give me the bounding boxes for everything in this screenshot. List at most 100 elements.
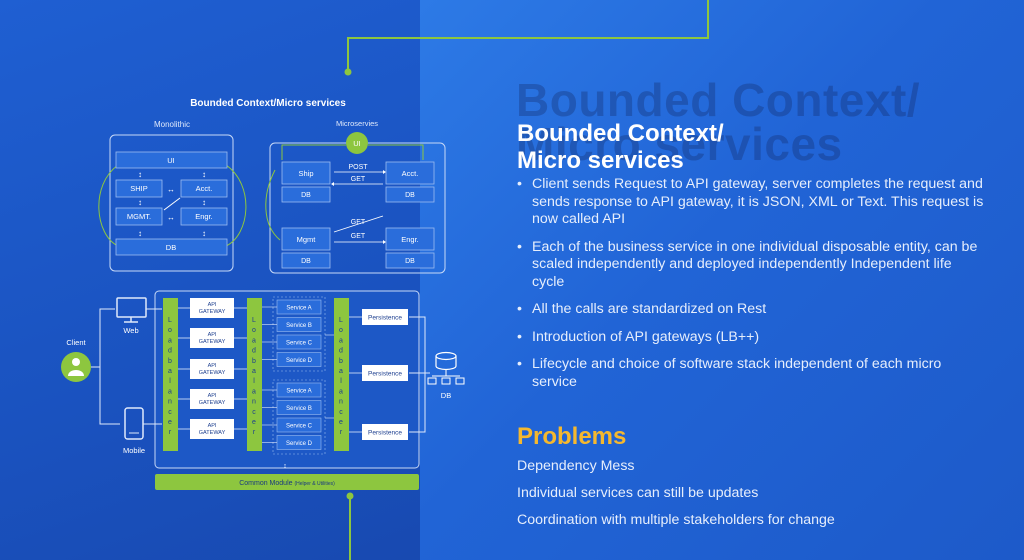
micro-mgmt-db-box [281, 252, 331, 269]
mono-engr-box [180, 207, 228, 226]
load-balancer-letter: a [168, 368, 172, 375]
load-balancer-letter: a [252, 337, 256, 344]
api-gateway-label-2: GATEWAY [199, 309, 226, 315]
persistence-box [362, 424, 408, 440]
micro-acct-box [385, 161, 435, 185]
db-cylinder-icon [435, 351, 457, 361]
micro-ui-link-right [368, 144, 424, 160]
arch-db-label: DB [441, 391, 451, 400]
micro-engr-box [385, 227, 435, 251]
bullet-item: Introduction of API gateways (LB++) [517, 329, 987, 347]
persistence-box [362, 365, 408, 381]
mono-ui-box [115, 151, 228, 169]
load-balancer-letter: r [169, 429, 172, 436]
micro-mgmt-label: Mgmt [297, 235, 317, 244]
api-gateway-label-2: GATEWAY [199, 430, 226, 436]
diagram-title: Bounded Context/Micro services [190, 98, 346, 109]
load-balancer-letter: r [253, 429, 256, 436]
client-mobile-link [99, 367, 120, 425]
mono-ui-label: UI [167, 156, 175, 165]
mono-db-label: DB [166, 243, 176, 252]
mono-arrow-2: ↕ [202, 170, 206, 179]
problem-item: Individual services can still be updates [517, 485, 759, 501]
micro-mgmt-db-label: DB [301, 258, 311, 265]
api-gateway-label-2: GATEWAY [199, 370, 226, 376]
api-gateway-box [190, 328, 234, 348]
mono-diag-arrow [163, 197, 181, 211]
mobile-label: Mobile [123, 446, 145, 455]
load-balancer-letter: L [339, 317, 343, 324]
mono-arrow-5: ↕ [202, 198, 206, 207]
service-label: Service D [286, 441, 313, 447]
load-balancer-letter: c [339, 409, 343, 416]
common-module-label: Common Module (Helper & Utilities) [239, 480, 335, 487]
slide-title-line-1: Bounded Context/ [517, 120, 724, 147]
micro-mgmt-box [281, 227, 331, 251]
service-label: Service D [286, 358, 313, 364]
api-gateway-box [190, 419, 234, 439]
service-label: Service A [286, 389, 311, 395]
api-gateway-box [190, 389, 234, 409]
mono-arrow-7: ↕ [138, 229, 142, 238]
micro-acct-db-box [385, 186, 435, 203]
mono-db-box [115, 238, 228, 256]
load-balancer-letter: e [339, 419, 343, 426]
load-balancer-letter: n [168, 399, 172, 406]
micro-curve-left [265, 169, 281, 241]
mono-acct-box [180, 179, 228, 198]
service-label: Service C [286, 424, 313, 430]
load-balancer-letter: n [252, 399, 256, 406]
persistence-label: Persistence [368, 430, 402, 437]
load-balancer-letter: b [252, 358, 256, 365]
monitor-icon [116, 297, 147, 318]
bullet-item: All the calls are standardized on Rest [517, 301, 987, 319]
monolithic-frame [109, 134, 234, 272]
service-label: Service C [286, 341, 313, 347]
mono-ship-box [115, 179, 163, 198]
load-balancer-letter: a [168, 388, 172, 395]
api-gateway-label-1: API [208, 423, 217, 429]
bullet-item: Client sends Request to API gateway, ser… [517, 176, 987, 229]
api-gateway-label-1: API [208, 332, 217, 338]
top-connector-line [347, 0, 709, 70]
micro-ship-label: Ship [298, 169, 313, 178]
load-balancer-letter: a [339, 368, 343, 375]
monolithic-label: Monolithic [154, 120, 190, 129]
common-module-bar [155, 474, 419, 490]
top-connector-dot [344, 68, 352, 76]
common-module-arrow: ↕ [283, 463, 287, 470]
web-label: Web [123, 326, 138, 335]
load-balancer-3 [334, 298, 349, 451]
bullet-list: Client sends Request to API gateway, ser… [517, 176, 987, 401]
mono-arrow-3: ↔ [167, 185, 175, 194]
api-gateway-label-2: GATEWAY [199, 339, 226, 345]
micro-engr-db-box [385, 252, 435, 269]
mono-arrow-4: ↕ [138, 198, 142, 207]
load-balancer-letter: a [252, 388, 256, 395]
micro-ui-circle [346, 132, 368, 154]
monolithic-curve [98, 164, 247, 247]
load-balancer-letter: o [168, 327, 172, 334]
load-balancer-letter: c [168, 409, 172, 416]
load-balancer-letter: o [252, 327, 256, 334]
bullet-item: Lifecycle and choice of software stack i… [517, 356, 987, 391]
get-label-bottom: GET [351, 233, 366, 240]
load-balancer-letter: a [339, 388, 343, 395]
client-web-link [99, 308, 115, 367]
client-user-icon [61, 352, 91, 382]
micro-ui-label: UI [353, 139, 361, 148]
mono-arrow-6: ↔ [167, 213, 175, 222]
service-label: Service B [286, 323, 312, 329]
load-balancer-letter: n [339, 399, 343, 406]
get-label-top: GET [351, 176, 366, 183]
load-balancer-letter: d [252, 348, 256, 355]
micro-ui-link-left [281, 144, 346, 160]
load-balancer-letter: a [339, 337, 343, 344]
load-balancer-letter: d [339, 348, 343, 355]
load-balancer-letter: l [340, 378, 342, 385]
mono-arrow-8: ↕ [202, 229, 206, 238]
service-group [272, 379, 326, 455]
load-balancer-letter: e [168, 419, 172, 426]
micro-ship-db-box [281, 186, 331, 203]
load-balancer-letter: L [252, 317, 256, 324]
